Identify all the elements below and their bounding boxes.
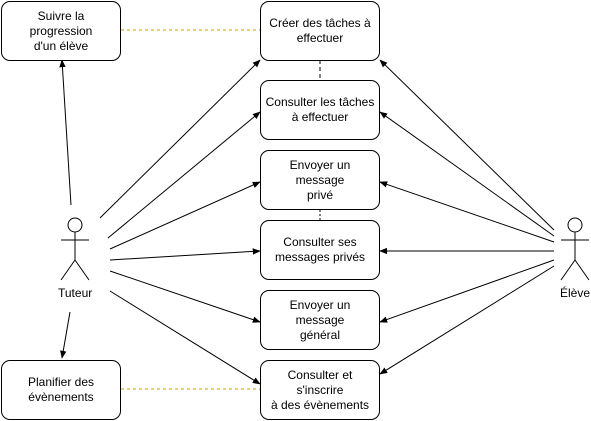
arrow-tutor-consulter-messages (109, 248, 261, 261)
arrow-student-consulter-taches (379, 111, 555, 237)
arrow-student-envoyer-general (379, 259, 555, 323)
use-case-consulter-messages-prives: Consulter ses messages privés (260, 220, 380, 280)
use-case-envoyer-message-prive: Envoyer un message privé (260, 150, 380, 210)
use-case-suivre-progression: Suivre la progression d'un élève (1, 1, 121, 61)
use-case-envoyer-message-general: Envoyer un message général (260, 290, 380, 350)
arrow-tutor-consulter-evenements (109, 290, 261, 385)
arrow-student-envoyer-prive (379, 181, 555, 243)
student-label: Élève (560, 286, 591, 300)
arrow-tutor-creer (99, 59, 261, 219)
arrow-student-creer (379, 59, 555, 231)
use-case-consulter-evenements: Consulter et s'inscrire à des évènements (260, 360, 380, 420)
use-case-consulter-taches: Consulter les tâches à effectuer (260, 80, 380, 140)
arrow-tutor-consulter-taches (107, 111, 261, 239)
arrow-tutor-envoyer-prive (109, 181, 261, 250)
arrow-tutor-planifier (60, 311, 71, 359)
tutor-label: Tuteur (58, 286, 93, 300)
arrow-tutor-envoyer-general (109, 270, 261, 323)
tutor-actor-icon (60, 217, 90, 281)
arrow-tutor-suivre (59, 59, 72, 206)
use-case-creer-taches: Créer des tâches à effectuer (260, 1, 380, 61)
use-case-planifier-evenements: Planifier des évènements (1, 360, 121, 420)
arrow-student-consulter-evenements (379, 265, 555, 375)
student-actor-icon (560, 217, 590, 281)
